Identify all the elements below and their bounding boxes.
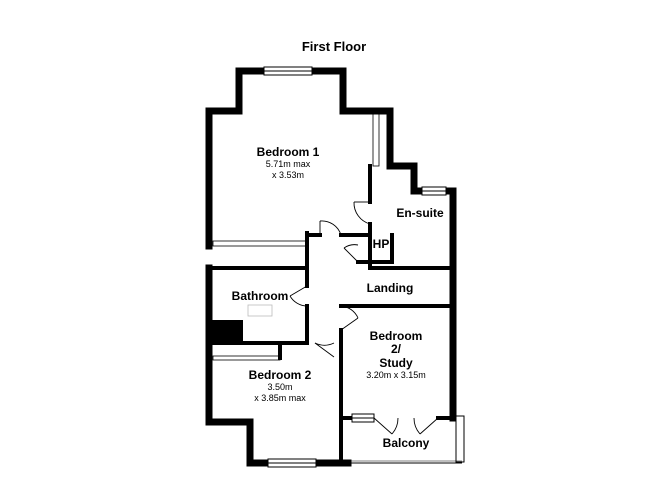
door-bed1-swing [319, 220, 342, 236]
bedroom2-study-label: Bedroom 2/ Study 3.20m x 3.15m [356, 329, 436, 381]
landing-label: Landing [366, 281, 414, 295]
door-hp-swing [343, 244, 359, 249]
bedroom1-name: Bedroom 1 [256, 145, 320, 159]
door-ensuite-swing [353, 201, 371, 225]
interior-walls [211, 164, 455, 465]
bedroom2-study-name-l2: 2/ [390, 342, 401, 357]
bedroom1-dim2: x 3.53m [271, 169, 304, 180]
plan-title: First Floor [301, 39, 367, 54]
bedroom2-label: Bedroom 2 3.50m x 3.85m max [230, 368, 330, 403]
bedroom1-dim1: 5.71m max [265, 159, 311, 170]
wardrobes [212, 112, 380, 361]
hp-label: HP [372, 237, 390, 251]
bedroom2-study-name-l3: Study [379, 355, 413, 370]
exterior-wall-north [205, 67, 457, 422]
door-bed2-leaf [314, 342, 335, 358]
door-balcony-left-leaf [373, 417, 393, 435]
balcony-rail [348, 415, 465, 464]
door-study-leaf [340, 317, 359, 331]
door-balcony-left-swing [391, 417, 399, 435]
wardrobe-bed1-right [372, 112, 380, 167]
door-balcony-right-swing [413, 417, 421, 435]
bedroom1-label: Bedroom 1 5.71m max x 3.53m [228, 145, 348, 180]
doors [289, 201, 439, 435]
bathroom-label: Bathroom [231, 289, 289, 303]
bedroom2-dim2: x 3.85m max [254, 392, 306, 403]
door-bathroom-leaf [289, 285, 308, 297]
bedroom2-name: Bedroom 2 [248, 368, 312, 382]
ensuite-label: En-suite [396, 206, 444, 220]
bath-fixture [247, 304, 273, 317]
door-hp-leaf [343, 247, 359, 263]
door-balcony-right-leaf [419, 417, 439, 435]
stair-block [209, 320, 243, 342]
bedroom2-dim1: 3.50m [267, 382, 293, 393]
door-bed2-swing [314, 342, 335, 346]
door-bathroom-swing [289, 295, 308, 307]
door-study-swing [340, 305, 359, 319]
bedroom2-study-dim: 3.20m x 3.15m [366, 370, 426, 381]
wardrobe-bed1-bottom [212, 240, 308, 247]
balcony-label: Balcony [382, 436, 430, 450]
wardrobe-bed2 [212, 355, 281, 361]
bedroom2-study-name-l1: Bedroom [369, 329, 423, 343]
